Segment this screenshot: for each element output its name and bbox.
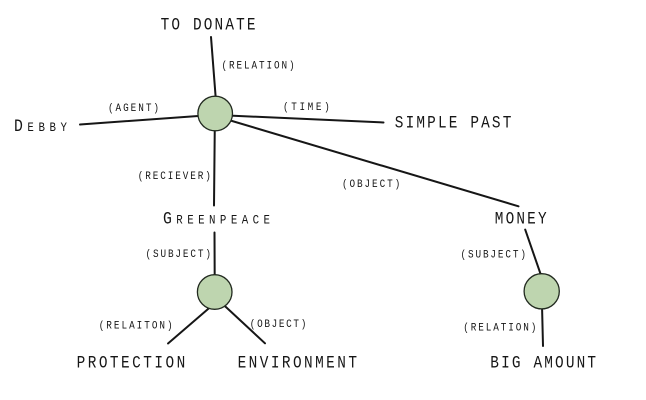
svg-text:Greenpeace: Greenpeace bbox=[163, 208, 270, 229]
svg-text:Debby: Debby bbox=[14, 116, 67, 137]
svg-text:(RECIEVER): (RECIEVER) bbox=[138, 170, 211, 183]
svg-text:(TIME): (TIME) bbox=[283, 101, 330, 114]
svg-text:(OBJECT): (OBJECT) bbox=[250, 319, 307, 332]
svg-text:BIG AMOUNT: BIG AMOUNT bbox=[490, 352, 598, 373]
svg-text:(RELATION): (RELATION) bbox=[222, 60, 295, 73]
svg-text:SIMPLE PAST: SIMPLE PAST bbox=[395, 112, 514, 133]
svg-text:(AGENT): (AGENT) bbox=[108, 102, 159, 115]
svg-text:PROTECTION: PROTECTION bbox=[77, 352, 188, 373]
svg-text:(SUBJECT): (SUBJECT) bbox=[461, 249, 526, 262]
svg-text:(RELATION): (RELATION) bbox=[463, 322, 536, 335]
svg-text:ENVIRONMENT: ENVIRONMENT bbox=[238, 352, 360, 373]
svg-text:MONEY: MONEY bbox=[495, 208, 549, 229]
svg-text:(OBJECT): (OBJECT) bbox=[342, 178, 400, 191]
svg-text:(SUBJECT): (SUBJECT) bbox=[146, 248, 211, 261]
svg-text:(RELAITON): (RELAITON) bbox=[99, 320, 173, 333]
svg-text:TO DONATE: TO DONATE bbox=[161, 14, 258, 35]
